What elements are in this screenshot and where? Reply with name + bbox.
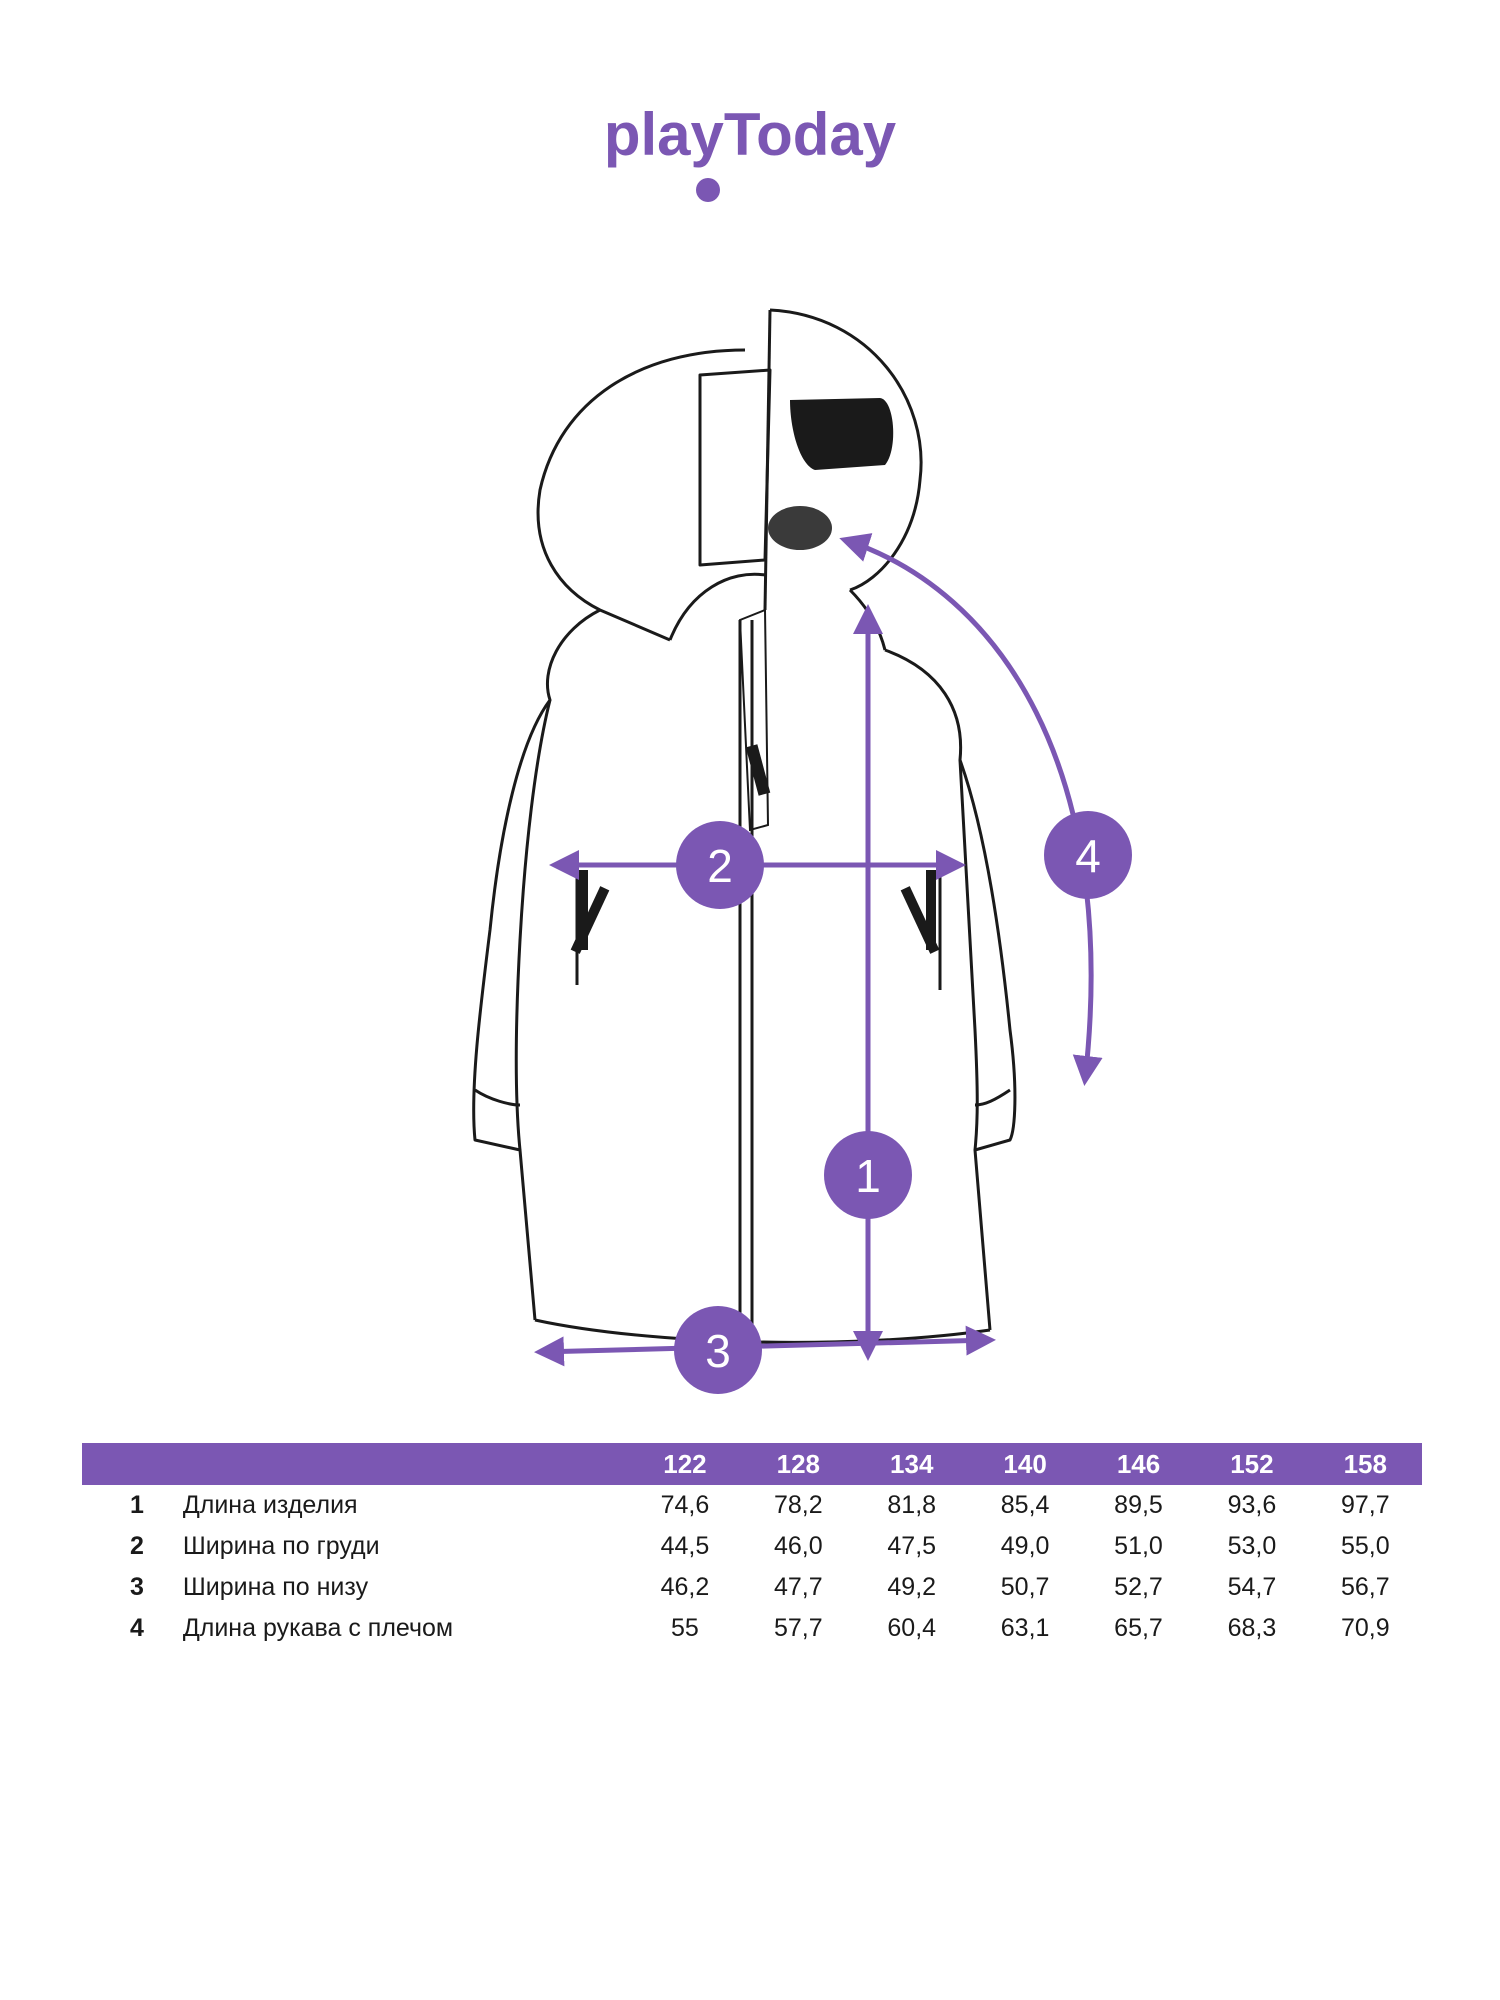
table-cell: 81,8	[887, 1491, 937, 1519]
table-cell: 63,1	[1000, 1614, 1050, 1642]
marker-1-label: 1	[855, 1150, 881, 1202]
table-row: 2 Ширина по груди 44,5 46,0 47,5 49,0 51…	[82, 1526, 1422, 1567]
table-cell: 57,7	[774, 1614, 823, 1642]
table-cell: 44,5	[660, 1532, 710, 1560]
size-header: 152	[1230, 1448, 1274, 1479]
table-cell: 93,6	[1227, 1491, 1277, 1519]
marker-4-label: 4	[1075, 830, 1101, 882]
table-cell: 56,7	[1340, 1573, 1390, 1601]
table-cell: 47,7	[774, 1573, 823, 1601]
svg-text:playToday: playToday	[604, 101, 897, 168]
size-header: 134	[890, 1448, 934, 1479]
table-cell: 55	[671, 1614, 699, 1642]
table-row: 3 Ширина по низу 46,2 47,7 49,2 50,7 52,…	[82, 1567, 1422, 1608]
coat-sketch: 1 2 3 4	[472, 308, 1132, 1394]
table-cell: 65,7	[1114, 1614, 1163, 1642]
size-header: 122	[663, 1448, 707, 1479]
table-cell: 68,3	[1227, 1614, 1277, 1642]
table-cell: 52,7	[1114, 1573, 1163, 1601]
row-number: 1	[130, 1491, 144, 1519]
size-chart-table: 122 128 134 140 146 152 158 1 Длина изде…	[82, 1443, 1422, 1649]
table-cell: 70,9	[1340, 1614, 1390, 1642]
row-number: 2	[130, 1532, 144, 1560]
header-spacer	[82, 1443, 628, 1485]
size-header-row: 122 128 134 140 146 152 158	[82, 1443, 1422, 1485]
row-number: 3	[130, 1573, 144, 1601]
playtoday-logo-icon: playToday	[604, 101, 897, 202]
marker-3-label: 3	[705, 1325, 731, 1377]
table-cell: 51,0	[1114, 1532, 1163, 1560]
table-cell: 49,2	[887, 1573, 937, 1601]
row-label: Длина изделия	[182, 1491, 358, 1519]
row-label: Длина рукава с плечом	[182, 1614, 454, 1642]
marker-2: 2	[676, 821, 764, 909]
marker-4: 4	[1044, 811, 1132, 899]
row-label: Ширина по груди	[182, 1532, 380, 1560]
coat-measurement-diagram: 1 2 3 4	[0, 290, 1500, 1410]
size-header: 140	[1003, 1448, 1047, 1479]
table-cell: 49,0	[1000, 1532, 1050, 1560]
table-cell: 53,0	[1227, 1532, 1277, 1560]
table-cell: 85,4	[1000, 1491, 1050, 1519]
table-cell: 55,0	[1340, 1532, 1390, 1560]
size-header: 128	[776, 1448, 821, 1479]
marker-2-label: 2	[707, 840, 733, 892]
table-row: 4 Длина рукава с плечом 55 57,7 60,4 63,…	[82, 1608, 1422, 1649]
size-header: 146	[1116, 1448, 1161, 1479]
table-cell: 50,7	[1000, 1573, 1050, 1601]
marker-3: 3	[674, 1306, 762, 1394]
table-cell: 74,6	[660, 1491, 710, 1519]
row-label: Ширина по низу	[182, 1573, 369, 1601]
table-cell: 46,2	[660, 1573, 710, 1601]
table-row: 1 Длина изделия 74,6 78,2 81,8 85,4 89,5…	[82, 1485, 1422, 1526]
table-cell: 89,5	[1114, 1491, 1163, 1519]
measurement-lines	[534, 533, 1103, 1367]
table-cell: 46,0	[774, 1532, 823, 1560]
size-header: 158	[1343, 1448, 1387, 1479]
table-cell: 78,2	[774, 1491, 823, 1519]
table-cell: 60,4	[887, 1614, 937, 1642]
sleeve-length-line	[839, 533, 1103, 1086]
marker-1: 1	[824, 1131, 912, 1219]
row-number: 4	[130, 1614, 144, 1642]
hem-width-line	[534, 1325, 996, 1367]
table-cell: 54,7	[1227, 1573, 1277, 1601]
brand-logo: playToday	[0, 95, 1500, 215]
table-cell: 97,7	[1340, 1491, 1390, 1519]
table-cell: 47,5	[887, 1532, 937, 1560]
